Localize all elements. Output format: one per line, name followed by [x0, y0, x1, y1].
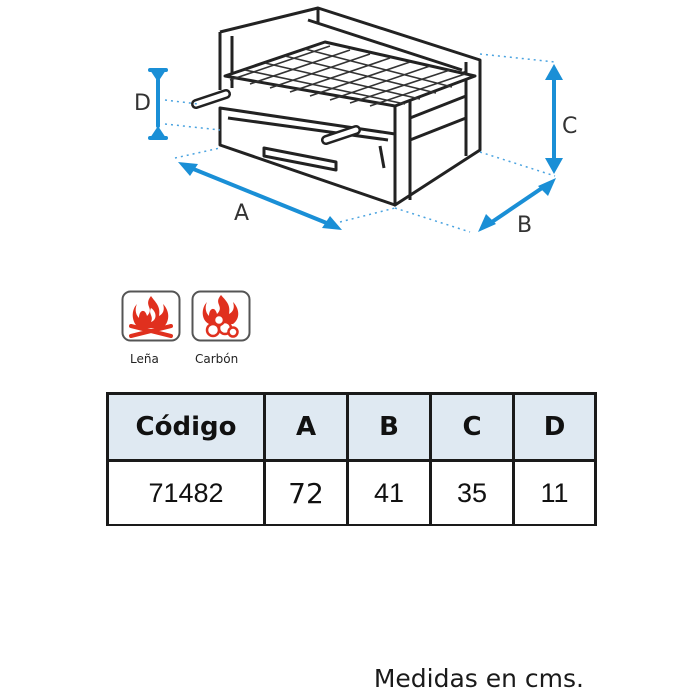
tray-handle: [262, 146, 338, 172]
header-b: B: [346, 392, 432, 462]
header-d: D: [512, 392, 597, 462]
header-codigo: Código: [106, 392, 266, 462]
grill-rack: [223, 40, 477, 108]
dimension-arrow-b: [478, 178, 556, 232]
rack-handle-right: [321, 125, 361, 145]
dimension-label-a: A: [234, 201, 249, 226]
dimension-arrow-d: [148, 68, 168, 140]
fuel-label-charcoal: Carbón: [195, 352, 239, 366]
dimension-arrow-c: [545, 64, 563, 174]
table-header-row: Código A B C D: [106, 392, 597, 462]
charcoal-fire-icon: [191, 290, 251, 342]
cell-b: 41: [346, 459, 432, 527]
table-row: 71482 72 41 35 11: [106, 459, 597, 527]
header-a: A: [263, 392, 349, 462]
dimension-label-d: D: [134, 91, 151, 116]
table-fade-area: [100, 526, 600, 646]
cell-codigo: 71482: [106, 459, 266, 527]
units-footnote: Medidas en cms.: [373, 664, 584, 693]
header-c: C: [429, 392, 515, 462]
dimension-label-b: B: [517, 213, 532, 238]
rack-handle-left: [191, 89, 231, 109]
dimension-label-c: C: [562, 114, 577, 139]
wood-fire-icon: [121, 290, 181, 342]
cell-a: 72: [263, 459, 349, 527]
grill-dimension-diagram: D A B C: [134, 6, 577, 238]
cell-c: 35: [429, 459, 515, 527]
dimension-arrow-a: [178, 162, 342, 230]
dimensions-table: Código A B C D 71482 72 41 35 11: [106, 392, 597, 527]
cell-d: 11: [512, 459, 597, 527]
fuel-label-wood: Leña: [130, 352, 159, 366]
